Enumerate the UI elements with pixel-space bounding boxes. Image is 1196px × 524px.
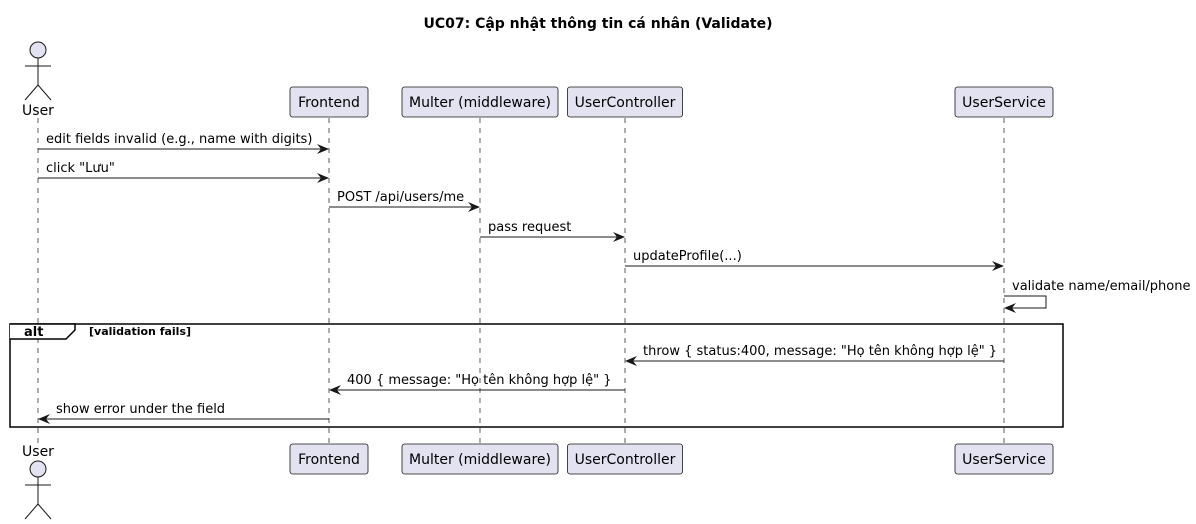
alt-fragment-tab — [10, 323, 76, 340]
actor-leg-icon — [24, 84, 39, 101]
participant-frontend-top: Frontend — [289, 86, 369, 118]
participant-label: Multer (middleware) — [409, 95, 551, 111]
message-label: edit fields invalid (e.g., name with dig… — [46, 132, 312, 147]
messages: edit fields invalid (e.g., name with dig… — [38, 132, 1191, 424]
message-2-click-l-u: click "Lưu" — [38, 161, 329, 183]
actor-leg-icon — [24, 503, 39, 520]
message-label: show error under the field — [56, 402, 225, 417]
message-7-throw-status-400-message-h-t-n-kh-ng-h-p: throw { status:400, message: "Họ tên khô… — [625, 344, 1004, 366]
message-1-edit-fields-invalid-e-g-name-with-digits: edit fields invalid (e.g., name with dig… — [38, 132, 329, 154]
participant-box — [567, 443, 683, 475]
participant-label: UserController — [575, 95, 676, 111]
diagram-title: UC07: Cập nhật thông tin cá nhân (Valida… — [423, 16, 772, 32]
participant-label: Multer (middleware) — [409, 452, 551, 468]
participant-label: Frontend — [298, 452, 360, 468]
participant-box — [401, 443, 559, 475]
message-label: click "Lưu" — [46, 161, 115, 176]
participant-service-top: UserService — [954, 86, 1054, 118]
alt-fragment: alt [validation fails] — [9, 323, 1064, 428]
actor-leg-icon — [37, 84, 52, 101]
participant-box — [954, 86, 1054, 118]
self-message-arrow — [1004, 295, 1047, 313]
message-label: pass request — [488, 220, 571, 235]
actor-top: User — [22, 41, 54, 119]
actor-head-icon — [29, 460, 47, 478]
participant-service-bottom: UserService — [954, 443, 1054, 475]
participant-label: Frontend — [298, 95, 360, 111]
participant-controller-bottom: UserController — [567, 443, 683, 475]
participant-label: UserService — [962, 95, 1046, 111]
participant-box — [289, 86, 369, 118]
participant-box — [401, 86, 559, 118]
alt-fragment-frame — [9, 323, 1064, 428]
participant-frontend-bottom: Frontend — [289, 443, 369, 475]
message-label: 400 { message: "Họ tên không hợp lệ" } — [347, 373, 612, 388]
participant-multer-bottom: Multer (middleware) — [401, 443, 559, 475]
alt-operator: alt — [24, 325, 43, 340]
message-label: updateProfile(...) — [633, 249, 742, 264]
actor-bottom: User — [22, 444, 54, 520]
participant-label: UserController — [575, 452, 676, 468]
participant-label-bottom: User — [22, 444, 54, 460]
participant-box — [954, 443, 1054, 475]
actor-leg-icon — [37, 503, 52, 520]
message-5-updateprofile: updateProfile(...) — [625, 249, 1004, 271]
message-8-400-message-h-t-n-kh-ng-h-p-l: 400 { message: "Họ tên không hợp lệ" } — [329, 373, 625, 395]
participant-box — [289, 443, 369, 475]
participant-controller-top: UserController — [567, 86, 683, 118]
message-label: throw { status:400, message: "Họ tên khô… — [643, 344, 997, 359]
message-9-show-error-under-the-field: show error under the field — [38, 402, 329, 424]
participant-multer-top: Multer (middleware) — [401, 86, 559, 118]
participant-box — [567, 86, 683, 118]
message-4-pass-request: pass request — [480, 220, 625, 242]
message-label: POST /api/users/me — [337, 190, 464, 205]
message-3-post-api-users-me: POST /api/users/me — [329, 190, 480, 212]
participant-label-top: User — [22, 103, 54, 119]
message-label: validate name/email/phone — [1012, 279, 1191, 294]
actor-head-icon — [29, 41, 47, 59]
alt-condition: [validation fails] — [89, 325, 191, 338]
participant-label: UserService — [962, 452, 1046, 468]
lifelines — [37, 118, 1005, 444]
message-6-validate-name-email-phone: validate name/email/phone — [1004, 279, 1191, 313]
